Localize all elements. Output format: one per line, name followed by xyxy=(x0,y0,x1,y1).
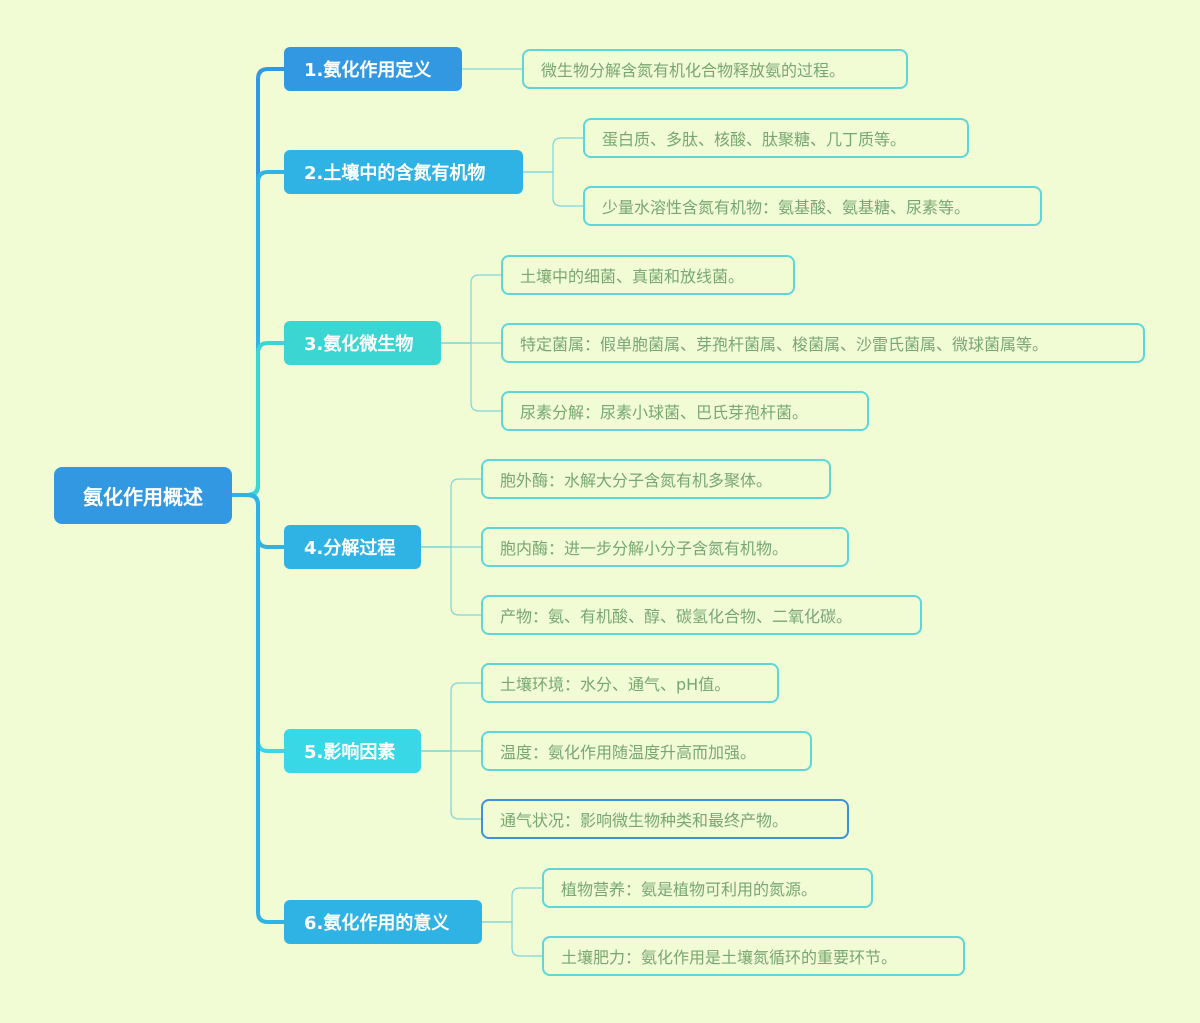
leaf-link-1-0 xyxy=(522,137,584,173)
leaf-microbes-2[interactable]: 特定菌属：假单胞菌属、芽孢杆菌属、梭菌属、沙雷氏菌属、微球菌属等。 xyxy=(501,323,1145,363)
leaf-link-2-0 xyxy=(440,274,502,344)
branch-significance[interactable]: 6.氨化作用的意义 xyxy=(284,900,482,944)
leaf-factors-1[interactable]: 土壤环境：水分、通气、pH值。 xyxy=(481,663,779,703)
leaf-link-4-2 xyxy=(420,750,482,820)
leaf-microbes-3[interactable]: 尿素分解：尿素小球菌、巴氏芽孢杆菌。 xyxy=(501,391,869,431)
leaf-soil-organics-2[interactable]: 少量水溶性含氮有机物：氨基酸、氨基糖、尿素等。 xyxy=(583,186,1042,226)
leaf-significance-1[interactable]: 植物营养：氨是植物可利用的氮源。 xyxy=(542,868,873,908)
branch-microbes[interactable]: 3.氨化微生物 xyxy=(284,321,441,365)
leaf-definition-1[interactable]: 微生物分解含氮有机化合物释放氨的过程。 xyxy=(522,49,908,89)
leaf-link-4-0 xyxy=(420,682,482,752)
root-node[interactable]: 氨化作用概述 xyxy=(54,467,232,524)
leaf-process-2[interactable]: 胞内酶：进一步分解小分子含氮有机物。 xyxy=(481,527,849,567)
branch-factors[interactable]: 5.影响因素 xyxy=(284,729,421,773)
trunk-link-2 xyxy=(230,341,286,497)
leaf-microbes-1[interactable]: 土壤中的细菌、真菌和放线菌。 xyxy=(501,255,795,295)
trunk-link-5 xyxy=(230,493,286,924)
leaf-process-1[interactable]: 胞外酶：水解大分子含氮有机多聚体。 xyxy=(481,459,831,499)
leaf-link-3-0 xyxy=(420,478,482,548)
branch-soil-organics[interactable]: 2.土壤中的含氮有机物 xyxy=(284,150,523,194)
branch-definition[interactable]: 1.氨化作用定义 xyxy=(284,47,462,91)
leaf-process-3[interactable]: 产物：氨、有机酸、醇、碳氢化合物、二氧化碳。 xyxy=(481,595,922,635)
branch-process[interactable]: 4.分解过程 xyxy=(284,525,421,569)
leaf-significance-2[interactable]: 土壤肥力：氨化作用是土壤氮循环的重要环节。 xyxy=(542,936,965,976)
leaf-soil-organics-1[interactable]: 蛋白质、多肽、核酸、肽聚糖、几丁质等。 xyxy=(583,118,969,158)
leaf-link-2-2 xyxy=(440,342,502,412)
leaf-link-5-1 xyxy=(481,921,543,957)
leaf-link-5-0 xyxy=(481,887,543,923)
leaf-link-3-2 xyxy=(420,546,482,616)
leaf-factors-2[interactable]: 温度：氨化作用随温度升高而加强。 xyxy=(481,731,812,771)
leaf-factors-3[interactable]: 通气状况：影响微生物种类和最终产物。 xyxy=(481,799,849,839)
leaf-link-1-1 xyxy=(522,171,584,207)
